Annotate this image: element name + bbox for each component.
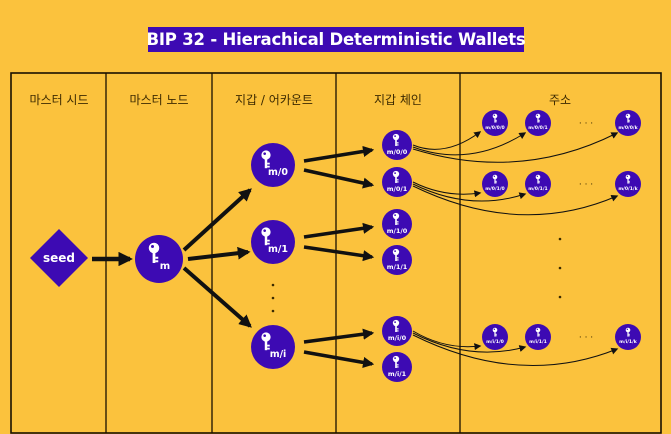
svg-text:m/i/0: m/i/0 (388, 334, 407, 342)
column-label-address: 주소 (549, 93, 571, 107)
chain-node-m10: m/1/0 (382, 209, 412, 239)
arrow-m0-to-m01 (303, 168, 375, 189)
address-row3-ellipsis: · · · (579, 333, 593, 343)
address-node-mi10: m/i/1/0 (482, 324, 508, 350)
chain-node-m00: m/0/0 (382, 130, 412, 160)
svg-text:m/i: m/i (270, 349, 287, 360)
address-node-m001: m/0/0/1 (525, 110, 551, 136)
svg-text:m/0: m/0 (268, 167, 288, 178)
svg-text:m/0/0: m/0/0 (387, 148, 408, 156)
column-label-account: 지갑 / 어카운트 (235, 93, 313, 107)
column-label-master-seed: 마스터 시드 (29, 93, 88, 107)
svg-text:m/0/0/1: m/0/0/1 (528, 125, 547, 131)
svg-text:m/0/0/k: m/0/0/k (618, 125, 638, 131)
arrow-m1-to-m10 (303, 222, 375, 239)
address-node-m010: m/0/1/0 (482, 171, 508, 197)
title-banner: BIP 32 - Hierachical Deterministic Walle… (146, 27, 526, 52)
address-node-m011: m/0/1/1 (525, 171, 551, 197)
arrow-mi-to-mi1 (303, 350, 375, 368)
master-label: m (160, 261, 170, 272)
svg-text:m/i/1: m/i/1 (388, 370, 407, 378)
page-title: BIP 32 - Hierachical Deterministic Walle… (146, 30, 526, 49)
arrow-master-to-mi (182, 266, 252, 328)
svg-text:m/0/1/1: m/0/1/1 (528, 186, 547, 192)
address-node-m000: m/0/0/0 (482, 110, 508, 136)
svg-text:m/0/1/k: m/0/1/k (618, 186, 638, 192)
chain-node-mi0: m/i/0 (382, 316, 412, 346)
account-node-mi: m/i (251, 325, 295, 369)
address-node-mi11: m/i/1/1 (525, 324, 551, 350)
chain-node-m01: m/0/1 (382, 167, 412, 197)
chain-node-mi1: m/i/1 (382, 352, 412, 382)
address-row2-ellipsis: · · · (579, 180, 593, 190)
arrow-master-to-m0 (182, 188, 252, 252)
arrow-m1-to-m11 (303, 245, 375, 262)
chain-node-m11: m/1/1 (382, 245, 412, 275)
column-label-master-node: 마스터 노드 (129, 93, 188, 107)
address-node-m01k: m/0/1/k (615, 171, 641, 197)
column-label-chain: 지갑 체인 (374, 93, 422, 107)
address-node-m00k: m/0/0/k (615, 110, 641, 136)
arrow-mi-to-mi0 (303, 328, 375, 344)
svg-text:m/0/1/0: m/0/1/0 (485, 186, 504, 192)
svg-text:m/1/0: m/1/0 (387, 227, 408, 235)
svg-text:m/0/0/0: m/0/0/0 (485, 125, 504, 131)
svg-text:m/1/1: m/1/1 (387, 263, 408, 271)
seed-node: seed (30, 229, 88, 287)
svg-text:m/1: m/1 (268, 244, 288, 255)
account-node-m1: m/1 (251, 220, 295, 264)
master-node: m (135, 235, 183, 283)
svg-text:m/i/1/k: m/i/1/k (619, 339, 638, 345)
account-node-m0: m/0 (251, 143, 295, 187)
address-row1-ellipsis: · · · (579, 119, 593, 129)
address-column-ellipsis (558, 237, 562, 299)
account-ellipsis (271, 283, 275, 313)
svg-text:m/i/1/0: m/i/1/0 (486, 339, 504, 345)
arrow-master-to-m1 (187, 246, 251, 261)
arrow-m0-to-m00 (303, 145, 375, 163)
svg-text:m/i/1/1: m/i/1/1 (529, 339, 547, 345)
address-derivation-curves (412, 131, 619, 366)
svg-text:m/0/1: m/0/1 (387, 185, 408, 193)
address-node-mi1k: m/i/1/k (615, 324, 641, 350)
seed-label: seed (43, 251, 75, 265)
